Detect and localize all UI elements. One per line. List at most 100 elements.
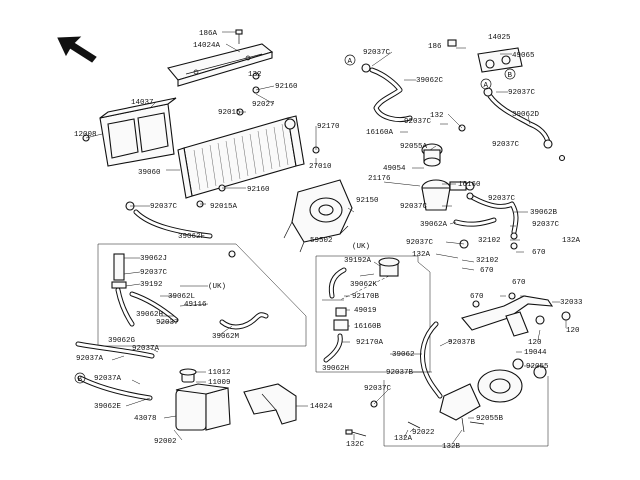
- part-label-92055: 92055: [526, 363, 549, 371]
- part-label-14024a: 14024A: [193, 42, 221, 50]
- front-direction-arrow: [57, 36, 97, 63]
- coolant-tube-39062j: [111, 253, 179, 327]
- part-label-92037c-d: 92037C: [404, 118, 432, 126]
- hose-39062a: [453, 217, 497, 227]
- hose-39062m: [219, 312, 269, 330]
- part-label-16160b: 16160B: [354, 323, 382, 331]
- part-label-120: 120: [566, 327, 580, 335]
- callout-a-2: A: [480, 78, 492, 90]
- callout-letter: A: [484, 82, 489, 90]
- part-labels: 186A 14024A 132 92160 92027 92015 14037 …: [74, 30, 583, 451]
- part-label-92037c-e: 92037C: [492, 141, 520, 149]
- radiator-core: [177, 115, 305, 199]
- part-label-39062m: 39062M: [212, 333, 240, 341]
- water-pump: [439, 358, 547, 421]
- thermostat-fitting: [447, 39, 523, 73]
- uk-thermostat-frame: [315, 255, 431, 373]
- part-label-132a-c: 132A: [394, 435, 413, 443]
- cooling-fan: [283, 179, 353, 253]
- part-label-92022: 92022: [412, 429, 435, 437]
- part-label-132c: 132C: [346, 441, 365, 449]
- part-label-92002: 92002: [154, 438, 177, 446]
- part-label-92037c: 92037C: [150, 203, 178, 211]
- part-label-92055a: 92055A: [400, 143, 428, 151]
- part-label-39060: 39060: [138, 169, 161, 177]
- callout-b-1: B: [504, 68, 516, 80]
- part-label-14037: 14037: [131, 99, 154, 107]
- part-label-49019: 49019: [354, 307, 377, 315]
- part-label-92160-b: 92160: [247, 186, 270, 194]
- part-label-39062b: 39062B: [530, 209, 558, 217]
- part-label-39062k: 39062K: [350, 281, 378, 289]
- part-label-92037c-j: 92037C: [140, 269, 168, 277]
- radiator-side-shroud: [99, 97, 177, 167]
- hose-39062g: [75, 341, 155, 359]
- part-label-39062g: 39062G: [108, 337, 136, 345]
- part-label-49116: 49116: [184, 301, 207, 309]
- part-label-39062l: 39062L: [168, 293, 196, 301]
- part-label-92037c-c: 92037C: [508, 89, 536, 97]
- part-label-92160: 92160: [275, 83, 298, 91]
- part-label-92150: 92150: [356, 197, 379, 205]
- radiator-top-cover: [167, 43, 274, 87]
- part-label-32033: 32033: [560, 299, 583, 307]
- part-label-39062d: 39062D: [512, 111, 540, 119]
- part-label-120-b: 120: [528, 339, 542, 347]
- hose-39062c: [369, 67, 413, 123]
- part-label-92037a-b: 92037A: [76, 355, 104, 363]
- part-label-uk-b: (UK): [352, 243, 370, 251]
- callout-letter: B: [78, 376, 83, 384]
- part-label-32102: 32102: [478, 237, 501, 245]
- part-label-92037a: 92037A: [132, 345, 160, 353]
- part-label-39062j: 39062J: [140, 255, 167, 263]
- part-label-39192: 39192: [140, 281, 163, 289]
- part-label-21176: 21176: [368, 175, 391, 183]
- part-label-92037c-h: 92037C: [532, 221, 560, 229]
- part-label-39062: 39062: [392, 351, 415, 359]
- part-label-16160: 16160: [458, 181, 481, 189]
- part-label-132b: 132B: [442, 443, 461, 451]
- hose-39062b: [467, 193, 519, 235]
- part-label-92037b-b: 92037B: [386, 369, 414, 377]
- part-label-186a: 186A: [199, 30, 218, 38]
- part-label-14025: 14025: [488, 34, 511, 42]
- part-label-132a: 132A: [562, 237, 581, 245]
- part-label-11012: 11012: [208, 369, 231, 377]
- part-label-92037c-k: 92037C: [364, 385, 392, 393]
- part-label-27010: 27010: [309, 163, 332, 171]
- water-pump-frame: [383, 376, 549, 447]
- part-label-92037a-c: 92037A: [94, 375, 122, 383]
- part-label-59502: 59502: [310, 237, 333, 245]
- part-label-670-d: 670: [512, 279, 526, 287]
- part-label-14024: 14024: [310, 403, 333, 411]
- part-label-670-b: 670: [480, 267, 494, 275]
- part-label-92037c-f: 92037C: [400, 203, 428, 211]
- callout-letter: B: [508, 72, 513, 80]
- leader-lines: [85, 31, 567, 445]
- tank-bracket-14024: [243, 383, 297, 425]
- part-label-92015a: 92015A: [210, 203, 238, 211]
- callout-a-1: A: [344, 54, 356, 66]
- part-label-92170: 92170: [317, 123, 340, 131]
- part-label-92037b: 92037B: [448, 339, 476, 347]
- part-label-132-b: 132: [430, 112, 444, 120]
- reserve-tank: [175, 368, 231, 431]
- part-label-16160a: 16160A: [366, 129, 394, 137]
- part-label-12008: 12008: [74, 131, 97, 139]
- hose-39062e: [77, 375, 153, 401]
- part-label-11009: 11009: [208, 379, 231, 387]
- part-label-670: 670: [532, 249, 546, 257]
- part-label-132a-b: 132A: [412, 251, 431, 259]
- part-label-92037c-i: 92037C: [406, 239, 434, 247]
- part-label-92037c-g: 92037C: [488, 195, 516, 203]
- part-label-43078: 43078: [134, 415, 157, 423]
- part-label-39062f: 39062F: [178, 233, 205, 241]
- part-label-92037c-b: 92037C: [363, 49, 391, 57]
- part-label-92037: 92037: [156, 319, 179, 327]
- part-label-92015: 92015: [218, 109, 241, 117]
- part-label-uk: (UK): [208, 283, 226, 291]
- part-label-92170b: 92170B: [352, 293, 380, 301]
- part-label-39062h-b: 39062H: [322, 365, 349, 373]
- part-label-49054: 49054: [383, 165, 406, 173]
